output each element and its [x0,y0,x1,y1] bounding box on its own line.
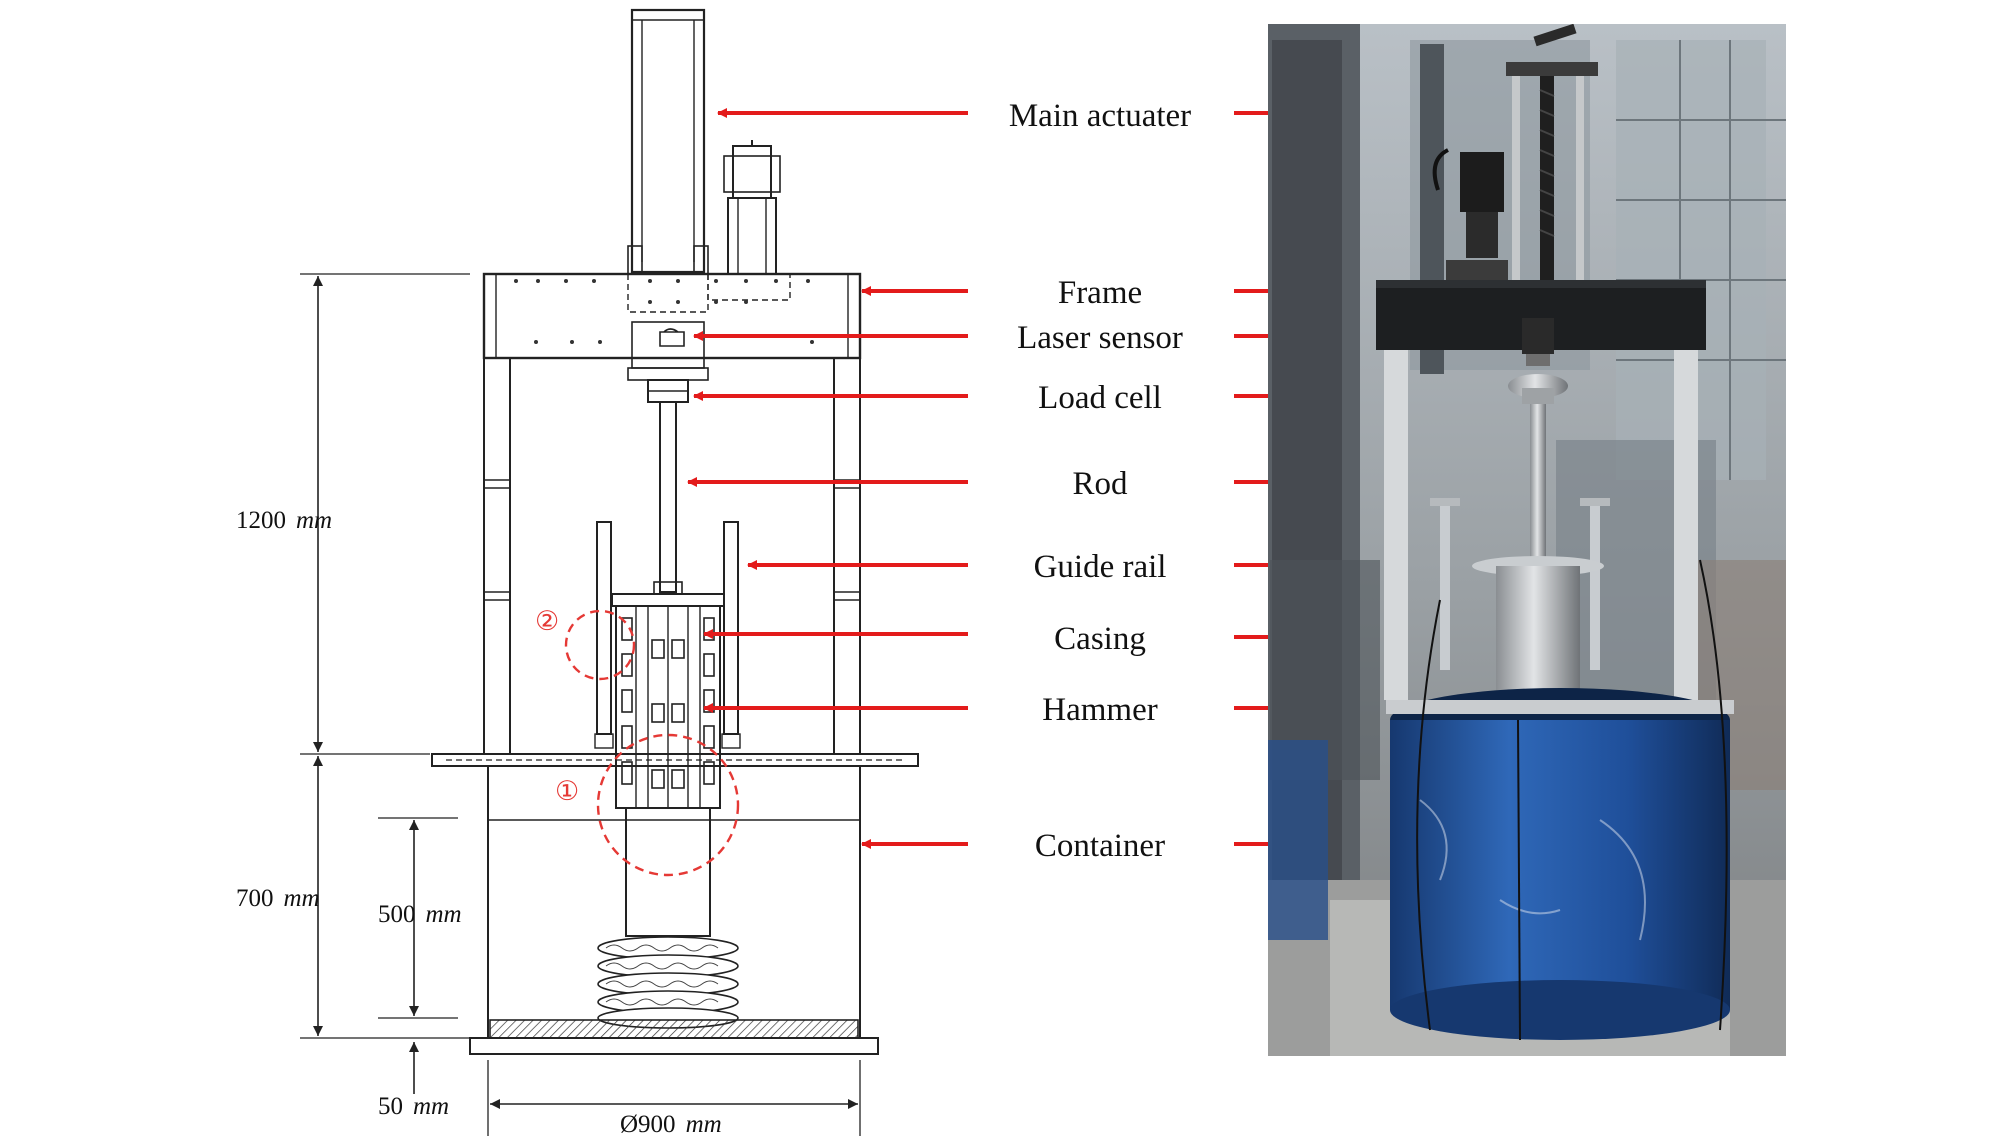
label-rod: Rod [1072,466,1128,502]
label-laser-sensor: Laser sensor [1017,320,1183,356]
label-load-cell: Load cell [1038,380,1162,416]
label-container: Container [1035,828,1165,864]
apparatus-photo [1268,24,1786,1056]
label-guide-rail: Guide rail [1034,549,1167,585]
marker-one: ① [555,776,579,807]
label-frame: Frame [1058,275,1142,311]
detail-circle-2 [564,609,636,681]
label-main-actuator: Main actuater [1009,98,1191,134]
label-hammer: Hammer [1042,692,1157,728]
dimension-lines [300,273,861,1136]
marker-two: ② [535,606,559,637]
detail-circle-1 [596,733,740,877]
label-casing: Casing [1054,621,1146,657]
callout-labels: Main actuater Frame Laser sensor Load ce… [1009,98,1191,864]
